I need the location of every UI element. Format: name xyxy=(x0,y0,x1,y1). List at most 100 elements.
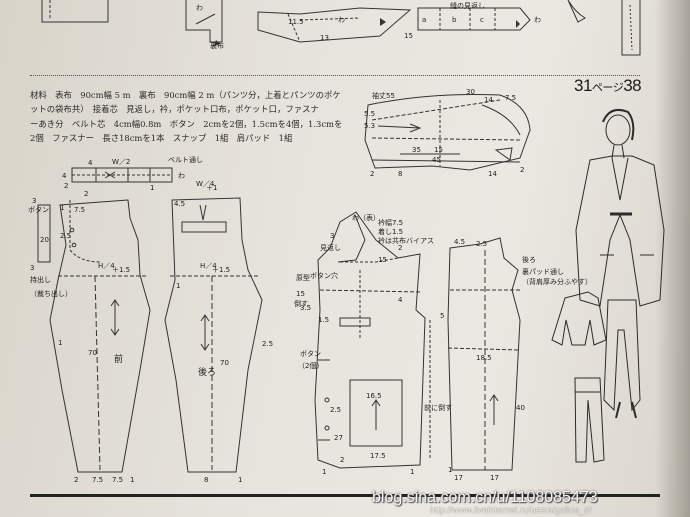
label-jf-genkei: 原型 xyxy=(296,273,310,282)
label-sleeve-45: 45 xyxy=(432,156,441,164)
label-wb-2: 2 xyxy=(64,182,68,190)
materials-line: 材料 表布 90cm幅 5 m 裏布 90cm幅 2 m（パンツ分，上着とパンツ… xyxy=(30,90,341,100)
label-jf-27: 27 xyxy=(334,434,343,442)
label-wb-4b: 4 xyxy=(88,159,93,167)
label-jf-taosu: 倒す xyxy=(294,299,308,308)
label-fp-70: 70 xyxy=(88,349,97,357)
label-sleeve-55: 5.5 xyxy=(364,110,375,118)
label-fp-1a: 1 xyxy=(60,204,64,212)
label-fp-20: 20 xyxy=(40,236,49,244)
label-top-15: 15 xyxy=(404,32,413,40)
label-wb-1: 1 xyxy=(150,184,154,192)
label-sleeve-53: 5.3 xyxy=(364,122,375,130)
label-jf-button: ボタン xyxy=(300,349,321,358)
label-jb-17b: 17 xyxy=(490,474,499,482)
label-top-b: b xyxy=(452,16,457,24)
label-jb-forward: 前に倒す xyxy=(424,403,452,412)
materials-line: 2個 ファスナー 長さ18cmを1本 スナップ 1組 肩パッド 1組 xyxy=(30,132,293,143)
watermark-main: blog.sina.com.cn/u/1108085473 xyxy=(372,489,598,506)
label-jf-15b: 1.5 xyxy=(318,316,329,324)
label-jf-wa: わ（表） xyxy=(352,213,380,222)
label-wb-loop: ベルト通し xyxy=(168,155,203,164)
label-jf-3: 3 xyxy=(330,232,334,240)
label-jb-back: 後ろ xyxy=(522,255,536,264)
label-jf-4: 4 xyxy=(398,296,403,304)
label-jb-40: 40 xyxy=(516,404,525,412)
label-sleeve-30: 30 xyxy=(466,88,475,96)
pants-flat xyxy=(574,377,605,463)
label-sleeve-2a: 2 xyxy=(370,170,374,178)
top-fragment-facing xyxy=(185,0,223,43)
label-wb-wa: わ xyxy=(178,172,185,180)
label-jf-2: 2 xyxy=(398,244,402,252)
label-wb-w2: W／2 xyxy=(112,158,130,166)
materials-line: ーあき分 ベルト芯 4cm幅0.8m ボタン 2cmを2個，1.5cmを4個，1… xyxy=(30,118,343,129)
front-pants-outline xyxy=(49,199,151,473)
label-bp-w4-plus: ＋1 xyxy=(206,184,217,192)
label-top-wa2: わ xyxy=(338,16,345,24)
label-top-wa3: わ xyxy=(534,16,541,24)
label-sleeve-2b: 2 xyxy=(520,166,524,174)
label-jf-1a: 1 xyxy=(322,468,326,476)
label-jf-collar: 衿幅7.5 xyxy=(378,218,403,227)
label-jf-buttonhole: ボタン穴 xyxy=(310,271,338,280)
label-sleeve-35: 35 xyxy=(412,146,421,154)
label-fp-3b: 3 xyxy=(30,264,34,272)
label-top-13: 13 xyxy=(320,34,329,42)
label-fp-75a: 7.5 xyxy=(74,206,85,214)
label-bp-25: 2.5 xyxy=(262,340,273,348)
label-jb-25: 2.5 xyxy=(476,240,487,248)
page-reference: 31ページ38 xyxy=(574,76,642,96)
label-jf-2b: 2 xyxy=(340,456,344,464)
label-sleeve-15: 15 xyxy=(434,146,443,154)
page-number: 31 xyxy=(574,76,592,95)
label-bp-h4-plus: ＋1.5 xyxy=(212,266,230,274)
label-sleeve-14: 14 xyxy=(484,96,493,104)
pattern-number: 38 xyxy=(623,76,642,95)
label-fp-h4-plus: ＋1.5 xyxy=(112,266,130,274)
label-jf-15c: 15 xyxy=(296,290,305,298)
label-bp-70: 70 xyxy=(220,359,229,367)
label-sleeve-8: 8 xyxy=(398,170,402,178)
label-fp-h4: H／4 xyxy=(98,262,115,270)
label-bp-w4: W／4 xyxy=(196,180,215,188)
waistband xyxy=(71,167,173,183)
label-jb-5: 5 xyxy=(440,312,444,320)
label-jf-facing: 見返し xyxy=(320,244,341,252)
label-fp-25: 2.5 xyxy=(60,232,71,240)
label-fp-3a: 3 xyxy=(32,197,36,205)
label-fp-1b: 1 xyxy=(58,339,62,347)
label-top-wa: わ xyxy=(196,4,203,12)
sleeve-outline xyxy=(364,93,531,171)
jacket-flat xyxy=(551,291,607,346)
label-top-facing: 縫の見返し xyxy=(450,1,485,10)
page-edge-shadow xyxy=(655,0,690,517)
label-jb-45: 4.5 xyxy=(454,238,465,246)
jacket-front-outline xyxy=(314,211,426,469)
top-fragment-left xyxy=(41,0,109,23)
label-jf-2pcs: （2個） xyxy=(298,361,323,370)
label-jb-185: 18.5 xyxy=(476,354,492,362)
label-fp-75b: 7.5 xyxy=(92,476,103,484)
watermark-sub: http://www.liveinternet.ru/users/galina_… xyxy=(430,505,592,515)
label-fp-1c: 1 xyxy=(130,476,134,484)
fashion-illustration xyxy=(551,109,665,463)
label-top-c: c xyxy=(480,16,484,24)
trousers-figure xyxy=(603,299,641,412)
label-fp-cut: （裁ち出し） xyxy=(30,289,72,298)
label-wb-4a: 4 xyxy=(62,172,67,180)
label-fp-mochidashi: 持出し xyxy=(30,275,51,284)
materials-line: ットの袋布共） 接着芯 見返し，衿，ポケット口布，ポケット口，ファスナ xyxy=(30,104,319,115)
jacket-figure xyxy=(575,155,665,307)
label-bp-45: 4.5 xyxy=(174,200,185,208)
label-jb-pad: 裏パッド通し xyxy=(522,267,564,276)
label-jb-thickness: （背肩厚み分ふやす） xyxy=(522,277,592,286)
label-fp-2b: 2 xyxy=(74,476,78,484)
label-fp-button: ボタン xyxy=(28,205,49,214)
label-bp-h4: H／4 xyxy=(200,262,217,270)
label-jf-1b: 1 xyxy=(410,468,414,476)
label-bp-8: 8 xyxy=(204,476,208,484)
